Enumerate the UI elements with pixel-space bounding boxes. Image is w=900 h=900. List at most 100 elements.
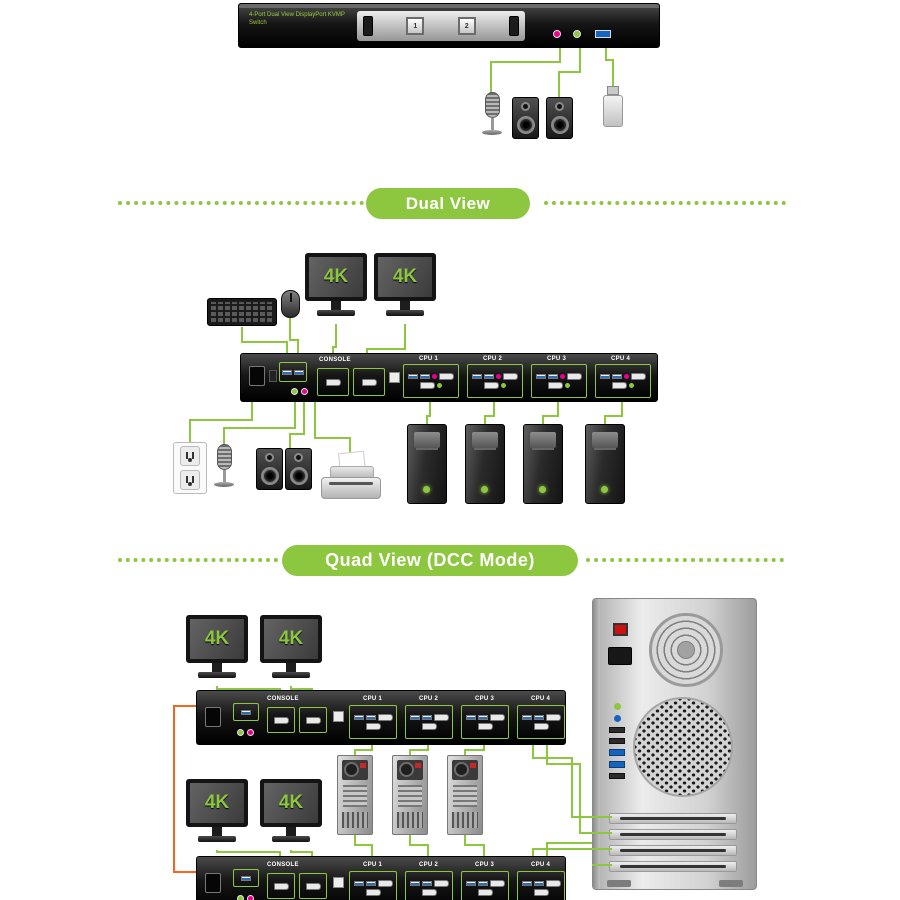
power-led [601, 486, 608, 493]
voltage-switch [415, 763, 421, 768]
vent-grille [453, 785, 477, 807]
console-dp-box-2 [299, 873, 327, 899]
displayport-icon [365, 723, 381, 730]
monitor-base [272, 672, 310, 678]
microphone-capsule [216, 444, 232, 470]
cable-cpu2 [484, 400, 495, 430]
port-select-button-1: 1 [406, 17, 425, 35]
console-label: CONSOLE [267, 862, 299, 868]
usb-port-icon [353, 881, 364, 886]
cpu-label: CPU 2 [419, 862, 439, 868]
displayport-icon [612, 382, 627, 389]
microphone-icon-2 [212, 444, 236, 487]
computer-tower-4 [585, 424, 625, 504]
cable-cpu4 [604, 400, 623, 430]
power-rocker-switch [613, 623, 628, 636]
monitor-screen: 4K [186, 615, 248, 663]
cpu-ports-box-3 [531, 364, 587, 398]
cpu-ports-box-2 [467, 364, 523, 398]
printer-body [321, 477, 381, 499]
monitor-base [317, 310, 355, 316]
slot-connector [620, 817, 726, 820]
console-usb-box [279, 362, 307, 382]
mini-tower-1 [337, 755, 373, 835]
displayport-icon [433, 714, 449, 721]
monitor-neck [331, 301, 341, 310]
displayport-icon [545, 880, 561, 887]
io-port-icon [609, 738, 625, 744]
divider-dots-right [544, 201, 786, 205]
cpu-label: CPU 2 [483, 356, 503, 362]
cable-mic [223, 400, 296, 450]
monitor-screen: 4K [305, 253, 367, 301]
monitor-screen: 4K [374, 253, 436, 301]
console-usb-box [233, 703, 259, 721]
usb-port-icon [609, 761, 625, 768]
usb-drive-body [603, 95, 623, 127]
speaker-jack [247, 729, 254, 736]
monitor-neck [286, 827, 296, 836]
monitor-screen: 4K [260, 779, 322, 827]
drive-bays [592, 432, 618, 448]
usb-port-icon [477, 881, 488, 886]
cable-stub-slot-1 [592, 816, 612, 818]
displayport-icon [421, 889, 437, 896]
cable-front-mic [490, 44, 561, 96]
usb-port-icon [609, 749, 625, 756]
displayport-icon [533, 723, 549, 730]
io-port-icon [609, 727, 625, 733]
usb-port-icon [465, 715, 476, 720]
usb-port-icon [294, 369, 304, 375]
cpu-ports-box-2 [405, 705, 453, 739]
usb-port-icon [465, 881, 476, 886]
mic-jack-icon [624, 374, 629, 379]
front-mic-port [553, 30, 561, 38]
power-inlet [249, 366, 265, 386]
usb-port-icon [241, 709, 251, 715]
usb-port-icon [472, 374, 482, 379]
expansion-slot-3 [609, 845, 737, 856]
computer-tower-1 [407, 424, 447, 504]
displayport-icon [273, 716, 289, 724]
audio-jack-icon [629, 383, 634, 388]
speaker-jack [301, 388, 308, 395]
tweeter-icon [294, 453, 303, 463]
kvm-rear-panel-dual: CONSOLE CPU 1 CPU 2 CPU 3 CPU 4 [240, 353, 658, 402]
microphone-base [482, 130, 502, 135]
microphone-base [214, 482, 234, 487]
cpu-ports-box-1 [349, 705, 397, 739]
microphone-icon [480, 92, 504, 135]
usb-port-icon [536, 374, 546, 379]
usb-port-icon [548, 374, 558, 379]
front-panel-product-label: 4-Port Dual View DisplayPort KVMP Switch [249, 12, 345, 26]
front-panel-top-edge [239, 4, 659, 8]
vent-grid [452, 812, 478, 828]
keyboard-keys [211, 302, 273, 322]
kvm-front-panel: 4-Port Dual View DisplayPort KVMP Switch… [238, 3, 660, 48]
tower-foot [607, 880, 631, 887]
usb-port-icon [353, 715, 364, 720]
mode-button [363, 16, 373, 36]
mic-jack [291, 388, 298, 395]
mini-tower-2 [392, 755, 428, 835]
monitor-neck [212, 663, 222, 672]
cpu-ports-box-3 [461, 705, 509, 739]
displayport-icon [489, 880, 505, 887]
audio-jack-icon [501, 383, 506, 388]
mic-jack [237, 895, 244, 900]
cpu-ports-box-1 [349, 871, 397, 900]
power-led [539, 486, 546, 493]
cpu-ports-box-4 [517, 705, 565, 739]
cable-dcc-daisy-chain [173, 705, 196, 873]
displayport-icon [377, 714, 393, 721]
power-switch [269, 370, 277, 382]
power-led [423, 486, 430, 493]
displayport-icon [503, 373, 518, 380]
usb-b-port [389, 372, 400, 383]
drive-bays [472, 432, 498, 448]
cable-stub-slot-4 [592, 864, 612, 866]
cable-printer [314, 400, 351, 458]
monitor-base [272, 836, 310, 842]
audio-jack-icon [437, 383, 442, 388]
vent-grille [343, 785, 367, 807]
